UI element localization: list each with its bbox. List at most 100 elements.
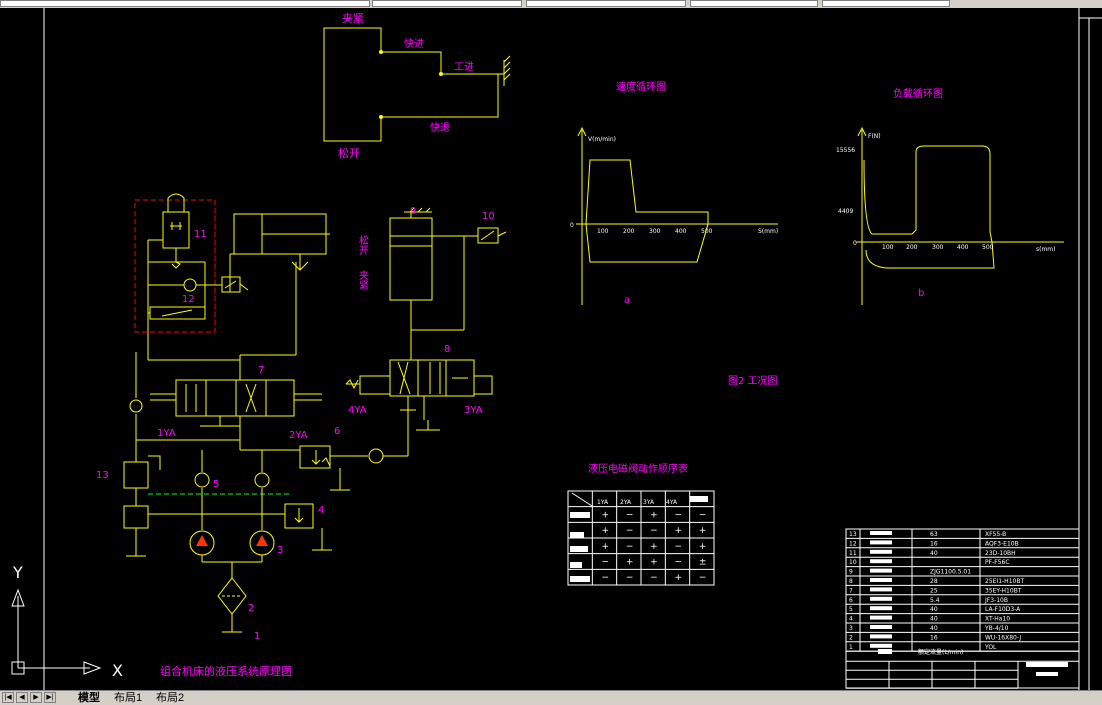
hydraulic-schematic <box>123 193 507 633</box>
component-number-5: 5 <box>213 479 219 490</box>
parts-row-number: 10 <box>849 559 857 566</box>
component-number-13: 13 <box>96 470 109 481</box>
parts-row-qty: 40 <box>930 625 938 632</box>
parts-row-name-block <box>870 540 892 545</box>
parts-row-qty: 5.4 <box>930 597 940 604</box>
parts-row-model: XT-Ha10 <box>985 616 1010 623</box>
parts-row-qty: 63 <box>930 531 938 538</box>
tab-model[interactable]: 模型 <box>78 692 100 704</box>
component-number-12: 12 <box>182 294 195 305</box>
parts-row-name-block <box>870 549 892 554</box>
toolbar-field-5[interactable] <box>822 0 950 7</box>
cycle-label-release: 松开 <box>338 146 360 160</box>
sequence-cell: − <box>650 526 658 536</box>
pressure-reducing-valve-11[interactable] <box>162 211 190 249</box>
figure-caption: 图2 工况图 <box>728 375 778 387</box>
parts-row-name-block <box>870 587 892 592</box>
parts-row-name-block <box>870 596 892 601</box>
speed-chart-tick-100: 100 <box>597 228 609 235</box>
component-number-8: 8 <box>444 344 450 355</box>
load-chart-ytick-max: 15556 <box>836 147 855 154</box>
component-number-4: 4 <box>318 505 324 516</box>
solenoid-4ya: 4YA <box>348 405 367 416</box>
solenoid-3ya: 3YA <box>464 405 483 416</box>
speed-chart-title: 速度循环图 <box>616 80 666 93</box>
drawing-svg: 夹紧 快进 工进 快退 松开 <box>11 8 1102 690</box>
parts-row-qty: 28 <box>930 578 938 585</box>
sequence-cell: − <box>699 511 707 521</box>
parts-row-model: 25EI1-H10BT <box>985 578 1024 585</box>
unloading-valve-4[interactable] <box>284 503 314 529</box>
load-chart-tick-200: 200 <box>906 244 918 251</box>
sequence-cell: − <box>675 511 683 521</box>
tab-layout-2[interactable]: 布局2 <box>156 692 185 704</box>
parts-row-name-block <box>870 634 892 639</box>
parts-row-model: LA-F10D3-A <box>985 606 1021 613</box>
nav-first-button[interactable]: |◀ <box>2 692 14 703</box>
working-cylinder-9[interactable] <box>389 217 433 301</box>
parts-row-name-block <box>870 568 892 573</box>
sequence-cell: − <box>699 573 707 583</box>
load-chart-title: 负载循环图 <box>893 87 943 100</box>
cylinder-label-clamp: 夹紧 <box>357 269 369 290</box>
sequence-cell: − <box>626 511 634 521</box>
component-number-9: 9 <box>410 206 416 217</box>
speed-cycle-chart: 速度循环图 V(m/min) S(mm) 0 100 200 300 400 5… <box>570 80 778 306</box>
nav-previous-button[interactable]: ◀ <box>16 692 28 703</box>
parts-row-number: 9 <box>849 569 853 576</box>
parts-row-number: 13 <box>849 531 857 538</box>
parts-row-name-block <box>870 578 892 582</box>
sequence-cell: + <box>650 542 658 552</box>
sequence-cell: + <box>699 526 707 536</box>
sequence-header-1ya: 1YA <box>597 499 609 506</box>
load-chart-caption: b <box>918 288 924 299</box>
parts-row-number: 8 <box>849 578 853 585</box>
toolbar-field-4[interactable] <box>690 0 818 7</box>
sequence-table-title: 液压电磁阀动作顺序表 <box>588 462 688 475</box>
parts-row-name-block <box>870 559 892 564</box>
load-chart-xlabel: s(mm) <box>1036 246 1056 253</box>
load-chart-tick-500: 500 <box>982 244 994 251</box>
component-number-10: 10 <box>482 211 495 222</box>
toolbar-field-2[interactable] <box>372 0 522 7</box>
sequence-cell: + <box>602 511 610 521</box>
nav-last-button[interactable]: ▶| <box>44 692 56 703</box>
drawing-canvas[interactable]: 夹紧 快进 工进 快退 松开 <box>0 8 1102 690</box>
ucs-axes-icon: Y X <box>11 563 123 680</box>
sequence-header-4ya: 4YA <box>666 499 678 506</box>
sequence-cell: + <box>650 511 658 521</box>
solenoid-sequence-table: 液压电磁阀动作顺序表 1YA 2YA 3YA 4YA +−+−−+−−+++−+… <box>567 462 715 586</box>
component-number-6: 6 <box>334 426 340 437</box>
toolbar-field-3[interactable] <box>526 0 686 7</box>
speed-chart-tick-400: 400 <box>675 228 687 235</box>
sequence-valve-6[interactable] <box>299 445 331 469</box>
parts-row-number: 12 <box>849 540 857 547</box>
sequence-cell: + <box>602 542 610 552</box>
parts-row-number: 1 <box>849 644 853 651</box>
parts-footer: 额定流量(L/min) <box>918 648 963 656</box>
component-number-1: 1 <box>254 631 260 642</box>
parts-row-number: 5 <box>849 606 853 613</box>
parts-row-name-block <box>870 615 892 620</box>
tab-layout-1[interactable]: 布局1 <box>114 692 143 704</box>
parts-row-number: 4 <box>849 616 853 623</box>
parts-row-model: PF-F56C <box>985 559 1010 566</box>
parts-row-name-block <box>870 606 892 611</box>
speed-chart-tick-200: 200 <box>623 228 635 235</box>
toolbar-field-1[interactable] <box>0 0 370 7</box>
sequence-cell: − <box>602 573 610 583</box>
directional-valve-7[interactable] <box>175 379 295 417</box>
parts-row-model: 35EY-H10BT <box>985 587 1022 594</box>
parts-row-name-block <box>870 531 892 535</box>
component-number-7: 7 <box>258 365 264 376</box>
solenoid-1ya: 1YA <box>157 428 176 439</box>
axis-y-label: Y <box>12 563 23 582</box>
cycle-label-fast-return: 快退 <box>430 122 450 134</box>
relief-valve-13[interactable] <box>123 461 149 489</box>
parts-row-qty: 16 <box>930 634 938 641</box>
sequence-cell: − <box>675 558 683 568</box>
parts-row-model: XF55-B <box>985 531 1006 538</box>
nav-next-button[interactable]: ▶ <box>30 692 42 703</box>
